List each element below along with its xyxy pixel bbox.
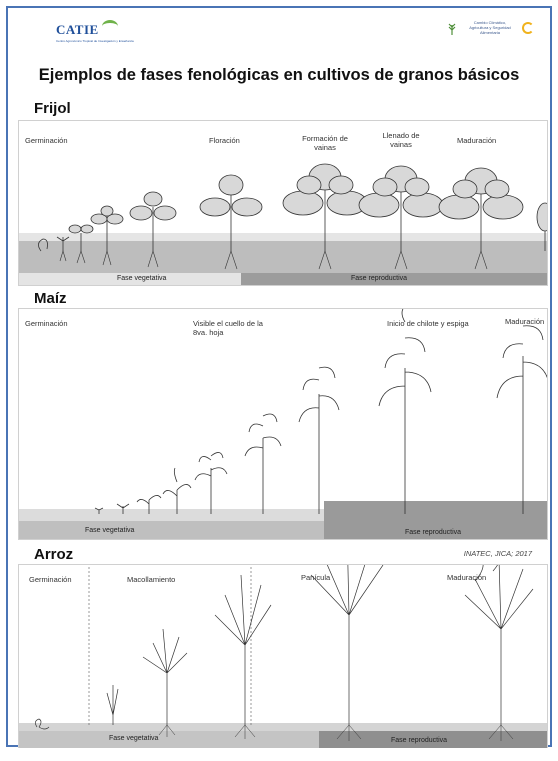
frijol-phase-vegetative: Fase vegetativa: [117, 275, 166, 282]
catie-logo-text: CATIE: [56, 22, 134, 38]
maiz-stage-germinacion: Germinación: [25, 319, 68, 328]
maiz-phase-vegetative: Fase vegetativa: [85, 527, 134, 534]
arroz-stage-maduracion: Maduración: [447, 573, 486, 582]
main-title: Ejemplos de fases fenológicas en cultivo…: [8, 66, 550, 85]
frijol-panel: Germinación Floración Formación de vaina…: [18, 120, 548, 286]
arroz-illustration: [19, 565, 548, 748]
maiz-stage-cuello-8va-hoja: Visible el cuello de la 8va. hoja: [193, 319, 269, 337]
frijol-illustration: [19, 121, 548, 285]
frijol-stage-floracion: Floración: [209, 136, 240, 145]
infographic-sheet: CATIE Centro Agronómico Tropical de Inve…: [6, 6, 552, 747]
ccafs-logo-icon: [522, 22, 534, 34]
partner-logo-text: Cambio Climático, Agricultura y Segurida…: [464, 20, 516, 35]
catie-logo: CATIE Centro Agronómico Tropical de Inve…: [56, 22, 134, 43]
arroz-stage-germinacion: Germinación: [29, 575, 72, 584]
frijol-stage-maduracion: Maduración: [457, 136, 496, 145]
frijol-stage-llenado-vainas: Llenado de vainas: [379, 131, 423, 149]
arroz-stage-panicula: Panícula: [301, 573, 330, 582]
frijol-phase-reproductive: Fase reproductiva: [351, 275, 407, 282]
frijol-stage-formacion-vainas: Formación de vainas: [297, 134, 353, 152]
arroz-phase-reproductive: Fase reproductiva: [391, 737, 447, 744]
maiz-phase-reproductive: Fase reproductiva: [405, 529, 461, 536]
maiz-panel: Germinación Visible el cuello de la 8va.…: [18, 308, 548, 540]
catie-swoosh-icon: [102, 20, 118, 33]
source-credit: INATEC, JICA; 2017: [464, 549, 532, 558]
arroz-title: Arroz: [34, 546, 73, 563]
frijol-stage-germinacion: Germinación: [25, 136, 68, 145]
arroz-stage-macollamiento: Macollamiento: [127, 575, 175, 584]
maiz-stage-maduracion: Maduración: [505, 317, 544, 326]
partner-logos: Cambio Climático, Agricultura y Segurida…: [446, 20, 534, 35]
header-logos: CATIE Centro Agronómico Tropical de Inve…: [8, 8, 550, 58]
maiz-title: Maíz: [34, 290, 67, 307]
frijol-title: Frijol: [34, 100, 71, 117]
maiz-stage-chilote-espiga: Inicio de chilote y espiga: [387, 319, 469, 328]
arroz-panel: Germinación Macollamiento Panícula Madur…: [18, 564, 548, 748]
arroz-phase-vegetative: Fase vegetativa: [109, 735, 158, 742]
wheat-icon: [446, 21, 458, 35]
catie-tagline: Centro Agronómico Tropical de Investigac…: [56, 39, 134, 43]
maiz-illustration: [19, 309, 548, 539]
